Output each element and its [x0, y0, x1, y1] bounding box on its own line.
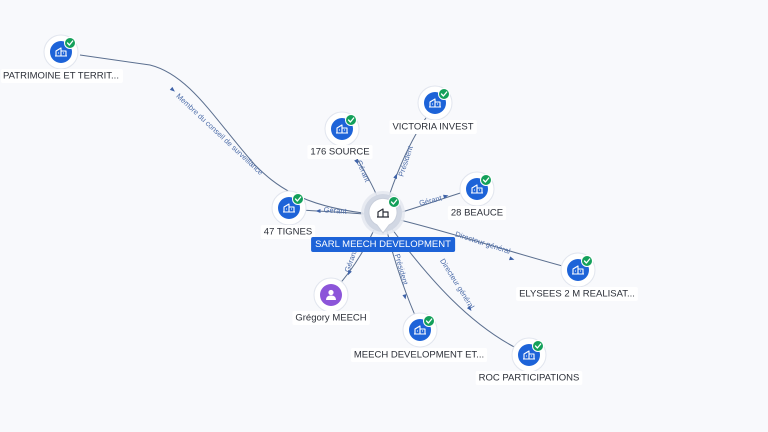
building-icon — [523, 350, 535, 360]
edge-arrow — [466, 305, 472, 312]
node-label: 47 TIGNES — [260, 225, 316, 239]
verified-check-icon — [388, 196, 400, 208]
node-label: PATRIMOINE ET TERRIT... — [1, 69, 123, 83]
building-icon — [283, 203, 295, 213]
node-label: MEECH DEVELOPMENT ET... — [350, 348, 488, 362]
building-icon — [429, 98, 441, 108]
edge-arrow — [169, 86, 175, 92]
center-label-text: SARL MEECH DEVELOPMENT — [315, 239, 451, 250]
edge-arrow — [443, 194, 449, 199]
node-label-text: PATRIMOINE ET TERRIT... — [3, 71, 119, 82]
building-icon — [471, 184, 483, 194]
node-label: 176 SOURCE — [307, 145, 373, 159]
person-icon — [326, 289, 336, 300]
node-label: Grégory MEECH — [292, 311, 370, 325]
node-label-text: VICTORIA INVEST — [392, 122, 473, 133]
node-beauce28[interactable]: 28 BEAUCE — [447, 171, 507, 220]
node-meechdev[interactable]: MEECH DEVELOPMENT ET... — [350, 312, 488, 362]
edge-label: Membre du conseil de surveillance — [174, 92, 265, 177]
node-label-text: 176 SOURCE — [310, 147, 369, 158]
node-label-text: MEECH DEVELOPMENT ET... — [354, 350, 484, 361]
edge-label: Gérant — [323, 205, 347, 216]
node-label: ROC PARTICIPATIONS — [475, 371, 583, 385]
edge-arrow — [402, 294, 407, 300]
edge-arrow — [347, 269, 352, 276]
nodes-layer: PATRIMOINE ET TERRIT... VICTORIA INVEST 17… — [1, 34, 638, 385]
verified-check-icon — [480, 174, 492, 186]
building-icon — [572, 265, 584, 275]
edge-label: Directeur général — [454, 229, 512, 255]
verified-check-icon — [292, 193, 304, 205]
node-label-text: 47 TIGNES — [264, 227, 312, 238]
edge-arrow — [354, 158, 359, 165]
node-roc[interactable]: ROC PARTICIPATIONS — [475, 337, 583, 385]
node-gregory[interactable]: Grégory MEECH — [292, 277, 370, 325]
node-label: ELYSEES 2 M REALISAT... — [516, 287, 638, 301]
verified-check-icon — [438, 88, 450, 100]
edge-label: Directeur général — [438, 257, 476, 311]
edge-label: Président — [396, 144, 415, 178]
node-label: 28 BEAUCE — [447, 206, 507, 220]
verified-check-icon — [581, 255, 593, 267]
node-label: VICTORIA INVEST — [389, 120, 477, 134]
building-icon — [55, 47, 67, 57]
building-icon — [336, 124, 348, 134]
edge-tignes47: Gérant — [299, 205, 365, 216]
verified-check-icon — [64, 37, 76, 49]
node-patrimoine[interactable]: PATRIMOINE ET TERRIT... — [1, 34, 123, 83]
node-label-text: ROC PARTICIPATIONS — [479, 373, 580, 384]
node-victoria[interactable]: VICTORIA INVEST — [389, 85, 477, 134]
center-node[interactable]: SARL MEECH DEVELOPMENT — [311, 191, 456, 252]
edge-arrow — [509, 256, 515, 261]
center-label: SARL MEECH DEVELOPMENT — [311, 237, 456, 252]
edge-label: Gérant — [418, 193, 443, 208]
verified-check-icon — [423, 315, 435, 327]
verified-check-icon — [532, 340, 544, 352]
node-label-text: 28 BEAUCE — [451, 208, 503, 219]
building-icon — [414, 325, 426, 335]
node-tignes47[interactable]: 47 TIGNES — [260, 190, 316, 239]
node-label-text: ELYSEES 2 M REALISAT... — [519, 289, 635, 300]
edge-arrow — [393, 173, 398, 180]
edge-arrow — [315, 209, 321, 213]
verified-check-icon — [345, 114, 357, 126]
node-label-text: Grégory MEECH — [295, 313, 366, 324]
node-source176[interactable]: 176 SOURCE — [307, 111, 373, 159]
building-icon — [377, 208, 389, 218]
node-elysees[interactable]: ELYSEES 2 M REALISAT... — [516, 252, 638, 301]
edge-label: Président — [393, 253, 411, 287]
